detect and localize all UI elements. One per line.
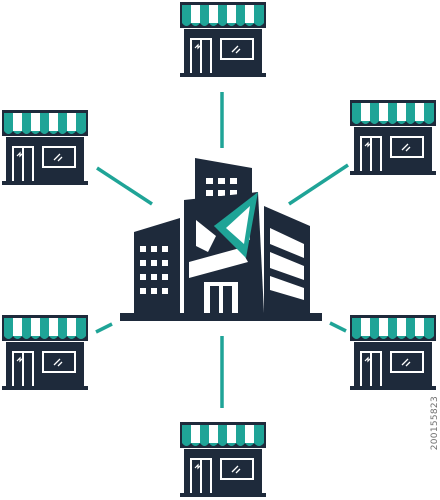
connector-line-left-lower (95, 322, 113, 334)
store-icon-left-lower (1, 314, 89, 391)
office-building-icon (120, 158, 322, 321)
store-icon-top (179, 1, 267, 78)
store-icon-right-lower (349, 314, 437, 391)
store-icon-bottom (179, 421, 267, 498)
store-icon-left-upper (1, 109, 89, 186)
connector-line-right-lower (329, 321, 347, 333)
connector-line-right-upper (288, 163, 349, 206)
connector-line-left-upper (96, 166, 153, 206)
stock-id-watermark: 200155823 (430, 396, 440, 451)
store-icon-right-upper (349, 99, 437, 176)
